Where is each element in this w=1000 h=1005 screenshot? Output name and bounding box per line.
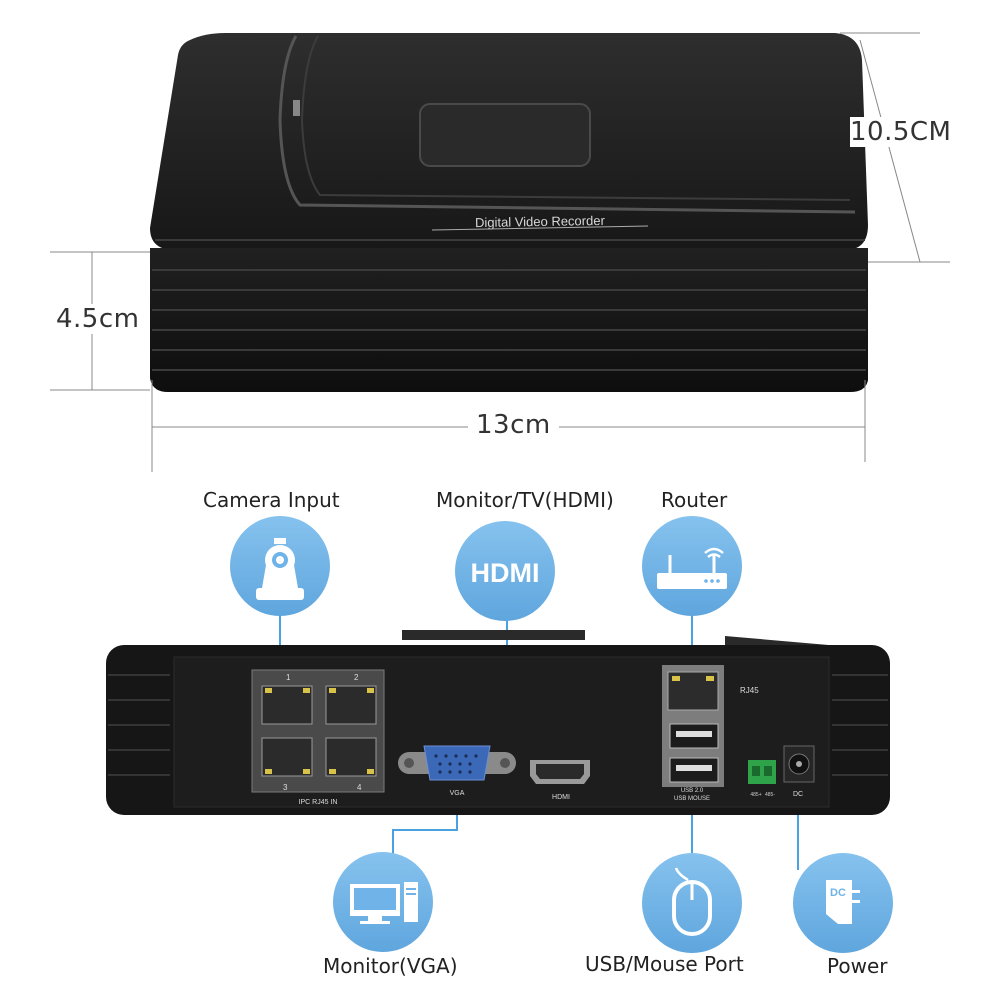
callout-power: Power bbox=[827, 954, 888, 978]
mouse-icon bbox=[642, 853, 742, 953]
vga-label: VGA bbox=[450, 790, 465, 797]
router-icon bbox=[642, 516, 742, 616]
hdmi-icon: HDMI bbox=[455, 521, 555, 621]
ipc-rj45-block: 1 2 3 4 IPC RJ45 IN bbox=[251, 669, 385, 806]
status-led bbox=[293, 100, 300, 116]
usb-label: USB 2.0 bbox=[681, 788, 704, 794]
network-usb-stack: RJ45 USB 2.0 USB MOUSE bbox=[662, 665, 759, 802]
rs485-pos-label: 485+ bbox=[750, 792, 761, 798]
rj45-label: RJ45 bbox=[740, 686, 759, 695]
callout-monitor-hdmi: Monitor/TV(HDMI) bbox=[436, 488, 614, 512]
usb-mouse-label: USB MOUSE bbox=[674, 796, 710, 802]
dc-port-label: DC bbox=[793, 791, 803, 798]
callout-camera-input: Camera Input bbox=[203, 488, 340, 512]
hdmi-label: HDMI bbox=[552, 794, 570, 801]
dvr-rear-view: 1 2 3 4 IPC RJ45 IN VGA HDMI bbox=[106, 630, 890, 815]
device-label: Digital Video Recorder bbox=[475, 213, 606, 230]
logo-window bbox=[419, 103, 591, 167]
dimension-depth-label: 10.5CM bbox=[850, 117, 952, 147]
port-number-1: 1 bbox=[286, 673, 291, 682]
dc-icon-text: DC bbox=[830, 887, 846, 899]
power-adapter-icon: DC bbox=[793, 853, 893, 953]
dvr-top-view: Digital Video Recorder bbox=[150, 33, 868, 392]
callout-monitor-vga: Monitor(VGA) bbox=[323, 954, 458, 978]
port-number-2: 2 bbox=[354, 673, 359, 682]
rs485-terminal: 485+ 485- bbox=[748, 760, 776, 798]
hdmi-icon-text: HDMI bbox=[471, 558, 540, 588]
dc-jack: DC bbox=[783, 745, 815, 798]
callout-router: Router bbox=[661, 488, 728, 512]
port-number-4: 4 bbox=[357, 783, 362, 792]
ptz-camera-icon bbox=[230, 516, 330, 616]
rs485-neg-label: 485- bbox=[765, 792, 775, 798]
ipc-label: IPC RJ45 IN bbox=[299, 799, 338, 806]
dimension-width-label: 13cm bbox=[468, 410, 559, 440]
hdmi-port: HDMI bbox=[530, 760, 590, 801]
desktop-monitor-icon bbox=[333, 852, 433, 952]
callout-usb-mouse: USB/Mouse Port bbox=[585, 952, 744, 976]
port-number-3: 3 bbox=[283, 783, 288, 792]
vga-port: VGA bbox=[398, 745, 516, 797]
dimension-height-label: 4.5cm bbox=[54, 304, 142, 334]
